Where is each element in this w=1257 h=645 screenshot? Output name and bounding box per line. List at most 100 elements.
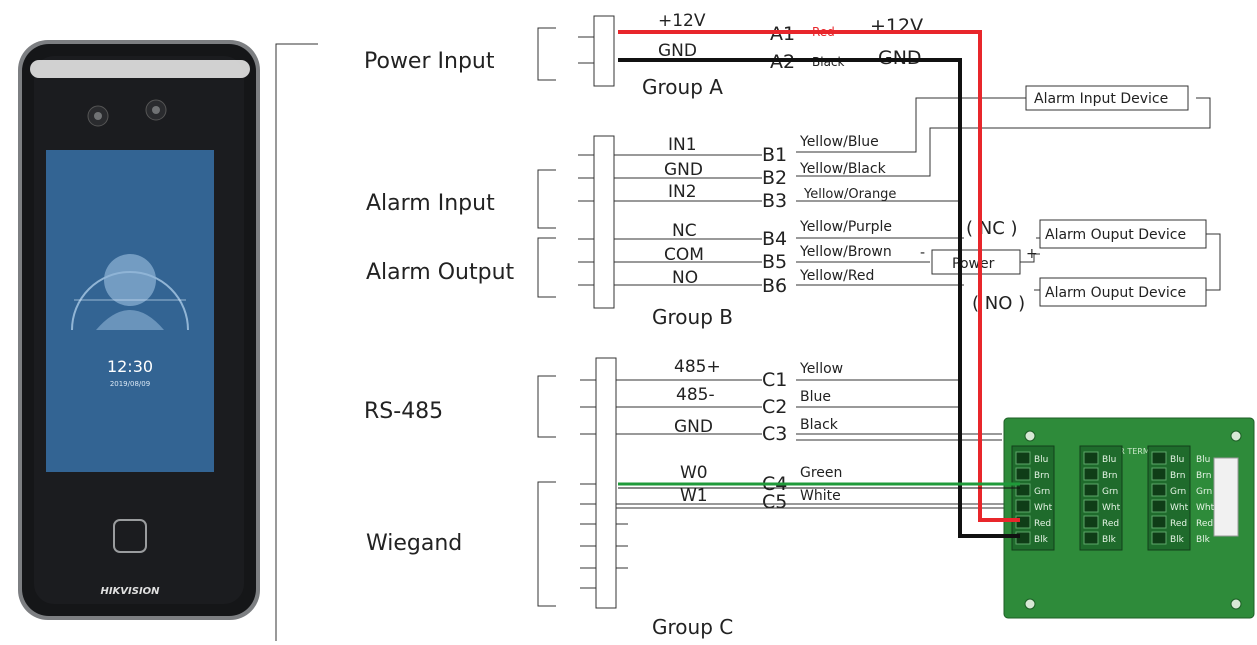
- brand-logo: HIKVISION: [100, 586, 160, 597]
- nc-label: ( NC ): [966, 218, 1018, 239]
- board-row-2c: Brn: [1170, 471, 1185, 481]
- wire-b4-color: Yellow/Purple: [799, 219, 892, 235]
- terminal-c2: C2: [762, 396, 787, 418]
- pin-b1: IN1: [668, 135, 697, 155]
- board-row-3c: Grn: [1170, 487, 1186, 497]
- board-row-1c: Blu: [1170, 455, 1184, 465]
- card-reader-icon: [113, 519, 147, 553]
- terminal-b2: B2: [762, 167, 787, 189]
- label-alarm-output: Alarm Output: [366, 260, 515, 285]
- connector-blocks: [593, 15, 617, 609]
- label-alarm-input: Alarm Input: [366, 191, 495, 216]
- reader-header-plug: [1213, 457, 1239, 537]
- power-label: Power: [952, 256, 995, 272]
- board-row-6d: Blk: [1196, 535, 1211, 545]
- board-row-2a: Brn: [1034, 471, 1049, 481]
- connector-group-c: [595, 357, 617, 609]
- board-row-5d: Red: [1196, 519, 1213, 529]
- clock-date: 2019/08/09: [110, 380, 150, 388]
- wire-c4-color: Green: [800, 465, 842, 481]
- black-wire-gnd: [618, 58, 1020, 538]
- board-row-1b: Blu: [1102, 455, 1116, 465]
- power-minus: -: [920, 245, 925, 261]
- group-c-label: Group C: [652, 615, 733, 639]
- label-wiegand: Wiegand: [366, 531, 462, 556]
- board-row-3d: Grn: [1196, 487, 1212, 497]
- group-a: +12V GND A1 A2 Red Black +12V GND Group …: [642, 11, 923, 99]
- wire-c3-color: Black: [800, 417, 839, 433]
- face-recognition-terminal: 12:30 2019/08/09 HIKVISION: [18, 40, 260, 620]
- board-row-5c: Red: [1170, 519, 1187, 529]
- terminal-c5: C5: [762, 491, 787, 513]
- clock-time: 12:30: [107, 357, 153, 376]
- pin-b5: COM: [664, 245, 704, 265]
- board-row-4b: Wht: [1102, 503, 1121, 513]
- terminal-c3: C3: [762, 423, 787, 445]
- terminal-c1: C1: [762, 369, 787, 391]
- board-row-2b: Brn: [1102, 471, 1117, 481]
- board-header: READER TERMINAL: [1092, 447, 1169, 456]
- board-row-3b: Grn: [1102, 487, 1118, 497]
- pin-c1: 485+: [674, 357, 721, 377]
- board-row-4d: Wht: [1196, 503, 1215, 513]
- alarm-output-device-1-box: [1039, 219, 1207, 249]
- power-box: [931, 249, 1021, 275]
- board-row-1a: Blu: [1034, 455, 1048, 465]
- terminal-b4: B4: [762, 228, 787, 250]
- power-plus: +: [1026, 246, 1038, 262]
- group-b: IN1 GND IN2 NC COM NO B1 B2 B3 B4 B5 B6 …: [614, 85, 1221, 329]
- wire-b1-color: Yellow/Blue: [799, 134, 879, 150]
- board-row-4a: Wht: [1034, 503, 1053, 513]
- board-row-5a: Red: [1034, 519, 1051, 529]
- connector-group-b: [593, 135, 615, 309]
- pin-b3: IN2: [668, 182, 697, 202]
- device-bracket: [275, 43, 318, 641]
- wire-b3-color: Yellow/Orange: [803, 187, 896, 202]
- pin-c2: 485-: [676, 385, 715, 405]
- terminal-b5: B5: [762, 251, 787, 273]
- pin-b4: NC: [672, 221, 697, 241]
- wire-b6-color: Yellow/Red: [799, 268, 874, 284]
- pin-b2: GND: [664, 160, 703, 180]
- label-rs485: RS-485: [364, 399, 443, 424]
- pin-c3: GND: [674, 417, 713, 437]
- board-row-6c: Blk: [1170, 535, 1185, 545]
- connector-pin-ticks: [578, 36, 628, 589]
- group-a-label: Group A: [642, 75, 723, 99]
- pin-a1: +12V: [658, 11, 706, 31]
- alarm-output-device-2-box: [1039, 277, 1207, 307]
- light-bar: [30, 60, 250, 78]
- connector-group-a: [593, 15, 615, 87]
- board-row-4c: Wht: [1170, 503, 1189, 513]
- wire-c5-color: White: [800, 488, 841, 504]
- board-row-6a: Blk: [1034, 535, 1049, 545]
- section-brackets: [537, 27, 556, 607]
- wire-c2-color: Blue: [800, 389, 831, 405]
- red-wire-12v: [618, 30, 1020, 522]
- group-c: 485+ 485- GND W0 W1 C1 C2 C3 C4 C5 Yello…: [616, 357, 1020, 639]
- alarm-output-device-1-label: Alarm Ouput Device: [1045, 227, 1186, 243]
- reader-terminal-board: READER TERMINAL Blu Brn Grn Wht Red Blk …: [1003, 417, 1255, 619]
- group-b-label: Group B: [652, 305, 733, 329]
- alarm-input-device-label: Alarm Input Device: [1034, 91, 1168, 107]
- no-label: ( NO ): [972, 293, 1025, 314]
- pin-a2: GND: [658, 41, 697, 61]
- face-scan-icon: [104, 254, 156, 306]
- alarm-output-device-2-label: Alarm Ouput Device: [1045, 285, 1186, 301]
- label-power-input: Power Input: [364, 49, 495, 74]
- pin-c5: W1: [680, 486, 708, 506]
- board-row-6b: Blk: [1102, 535, 1117, 545]
- board-row-2d: Brn: [1196, 471, 1211, 481]
- terminal-b1: B1: [762, 144, 787, 166]
- wire-b2-color: Yellow/Black: [799, 161, 887, 177]
- board-row-5b: Red: [1102, 519, 1119, 529]
- pin-b6: NO: [672, 268, 698, 288]
- alarm-input-device-box: [1025, 85, 1189, 111]
- board-row-3a: Grn: [1034, 487, 1050, 497]
- pin-c4: W0: [680, 463, 708, 483]
- terminal-b3: B3: [762, 190, 787, 212]
- wire-b5-color: Yellow/Brown: [799, 244, 892, 260]
- wire-c1-color: Yellow: [799, 361, 843, 377]
